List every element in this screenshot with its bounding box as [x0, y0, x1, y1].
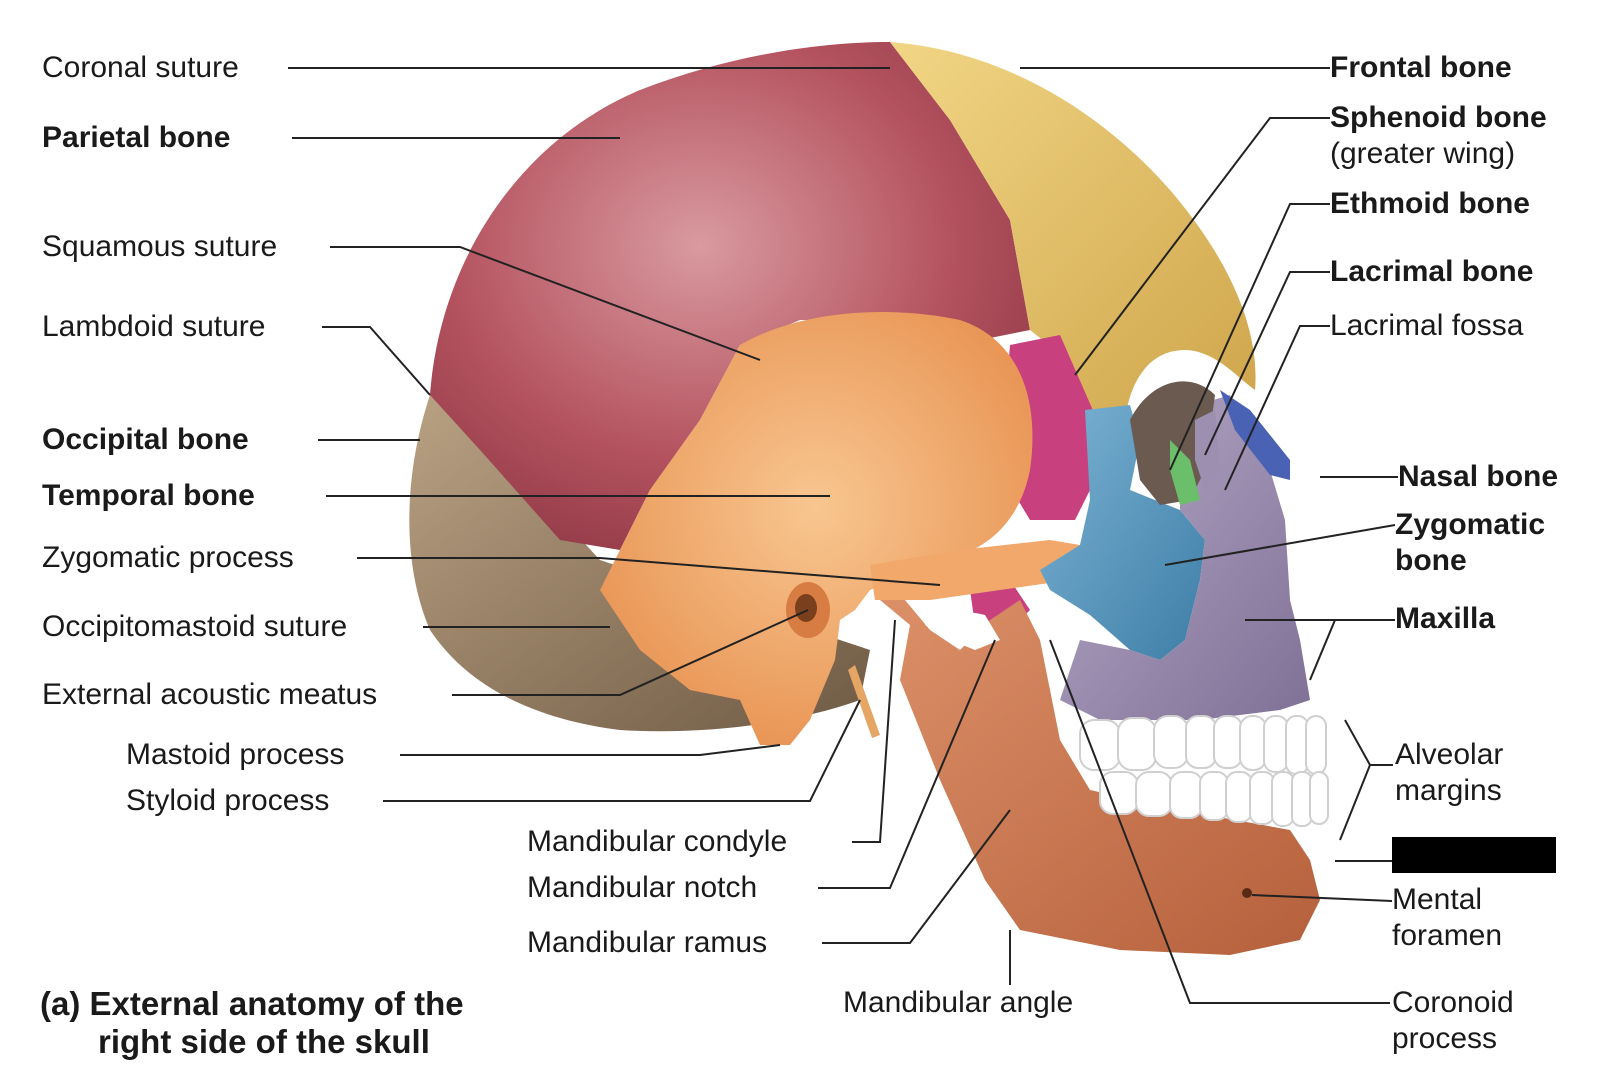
styloid-process-shape: [848, 665, 880, 738]
nasal-bone-shape: [1220, 390, 1290, 480]
label-styloid-process: Styloid process: [126, 784, 330, 817]
label-parietal-bone: Parietal bone: [42, 121, 231, 154]
label-zygomatic-bone: Zygomatic bone: [1395, 507, 1545, 579]
label-occipital-bone: Occipital bone: [42, 423, 249, 456]
label-sphenoid-bone: Sphenoid bone (greater wing): [1330, 100, 1547, 172]
leader-mental-foramen: [1251, 894, 1393, 902]
leader-zygomatic-bone: [1164, 524, 1396, 566]
leader-mastoid-process: [400, 744, 781, 756]
zygomatic-process-shape: [870, 540, 1080, 600]
leader-zygomatic-process: [357, 557, 941, 586]
label-sphenoid-bone-title: Sphenoid bone: [1330, 101, 1547, 134]
label-maxilla: Maxilla: [1395, 602, 1496, 635]
redacted-label-box: [1392, 837, 1556, 873]
label-mental-foramen-l1: Mental: [1392, 883, 1483, 916]
leader-ethmoid-bone: [1169, 203, 1330, 471]
leader-lines: [288, 67, 1398, 1004]
label-zygomatic-process: Zygomatic process: [42, 541, 294, 574]
label-mandibular-ramus: Mandibular ramus: [527, 926, 768, 959]
leader-mandibular-condyle: [852, 619, 896, 843]
label-external-acoustic-meatus: External acoustic meatus: [42, 678, 378, 711]
label-lambdoid-suture: Lambdoid suture: [42, 310, 266, 343]
label-coronoid-process: Coronoid process: [1392, 985, 1514, 1057]
maxilla-shape: [1060, 395, 1310, 720]
leader-lacrimal-fossa: [1224, 325, 1330, 491]
caption-line-1: (a) External anatomy of the: [40, 985, 464, 1022]
label-ethmoid-bone: Ethmoid bone: [1330, 187, 1530, 220]
label-alveolar-margins-l2: margins: [1395, 774, 1502, 807]
teeth: [1079, 715, 1329, 827]
label-alveolar-margins: Alveolar margins: [1395, 737, 1503, 809]
label-coronoid-process-l1: Coronoid: [1392, 986, 1514, 1019]
label-alveolar-margins-l1: Alveolar: [1395, 738, 1504, 771]
meatus-opening: [795, 594, 817, 622]
frontal-bone-shape: [890, 42, 1256, 420]
leader-coronoid-process: [1049, 639, 1390, 1004]
leader-alveolar-b: [1339, 764, 1371, 841]
label-occipitomastoid-suture: Occipitomastoid suture: [42, 610, 348, 643]
label-coronal-suture: Coronal suture: [42, 51, 239, 84]
ethmoid-bone-shape: [1170, 440, 1200, 505]
label-mandibular-angle: Mandibular angle: [843, 986, 1074, 1019]
label-temporal-bone: Temporal bone: [42, 479, 255, 512]
label-mental-foramen: Mental foramen: [1392, 882, 1502, 954]
label-zygomatic-bone-l2: bone: [1395, 544, 1467, 577]
temporal-bone-shape: [600, 312, 1033, 745]
label-squamous-suture: Squamous suture: [42, 230, 278, 263]
leader-styloid-process: [383, 699, 861, 802]
parietal-bone-shape: [430, 42, 1030, 550]
mental-foramen-shape: [1242, 888, 1252, 898]
label-mandibular-condyle: Mandibular condyle: [527, 825, 788, 858]
label-nasal-bone: Nasal bone: [1398, 460, 1559, 493]
leader-external-acoustic-meatus: [452, 609, 809, 696]
caption-line-2: right side of the skull: [98, 1023, 430, 1060]
mandible-shape: [880, 600, 1320, 955]
label-lacrimal-fossa: Lacrimal fossa: [1330, 309, 1524, 342]
leader-maxilla-b: [1309, 619, 1336, 681]
leader-alveolar-a: [1344, 719, 1393, 766]
mandibular-notch-shape: [925, 612, 1000, 650]
leader-lacrimal-bone: [1204, 271, 1330, 456]
label-coronoid-process-l2: process: [1392, 1022, 1498, 1055]
label-sphenoid-bone-sub: (greater wing): [1330, 137, 1516, 170]
leader-mandibular-notch: [818, 639, 996, 889]
label-zygomatic-bone-l1: Zygomatic: [1395, 508, 1546, 541]
label-frontal-bone: Frontal bone: [1330, 51, 1512, 84]
leader-mandibular-ramus: [822, 809, 1011, 944]
leader-sphenoid-bone: [1074, 117, 1330, 376]
zygomatic-bone-shape: [1040, 405, 1205, 660]
label-mandibular-notch: Mandibular notch: [527, 871, 758, 904]
label-mastoid-process: Mastoid process: [126, 738, 345, 771]
label-mental-foramen-l2: foramen: [1392, 919, 1503, 952]
leader-lambdoid-suture: [322, 326, 431, 396]
leader-squamous-suture: [330, 246, 761, 361]
label-lacrimal-bone: Lacrimal bone: [1330, 255, 1534, 288]
figure-caption: (a) External anatomy of the right side o…: [40, 985, 464, 1061]
